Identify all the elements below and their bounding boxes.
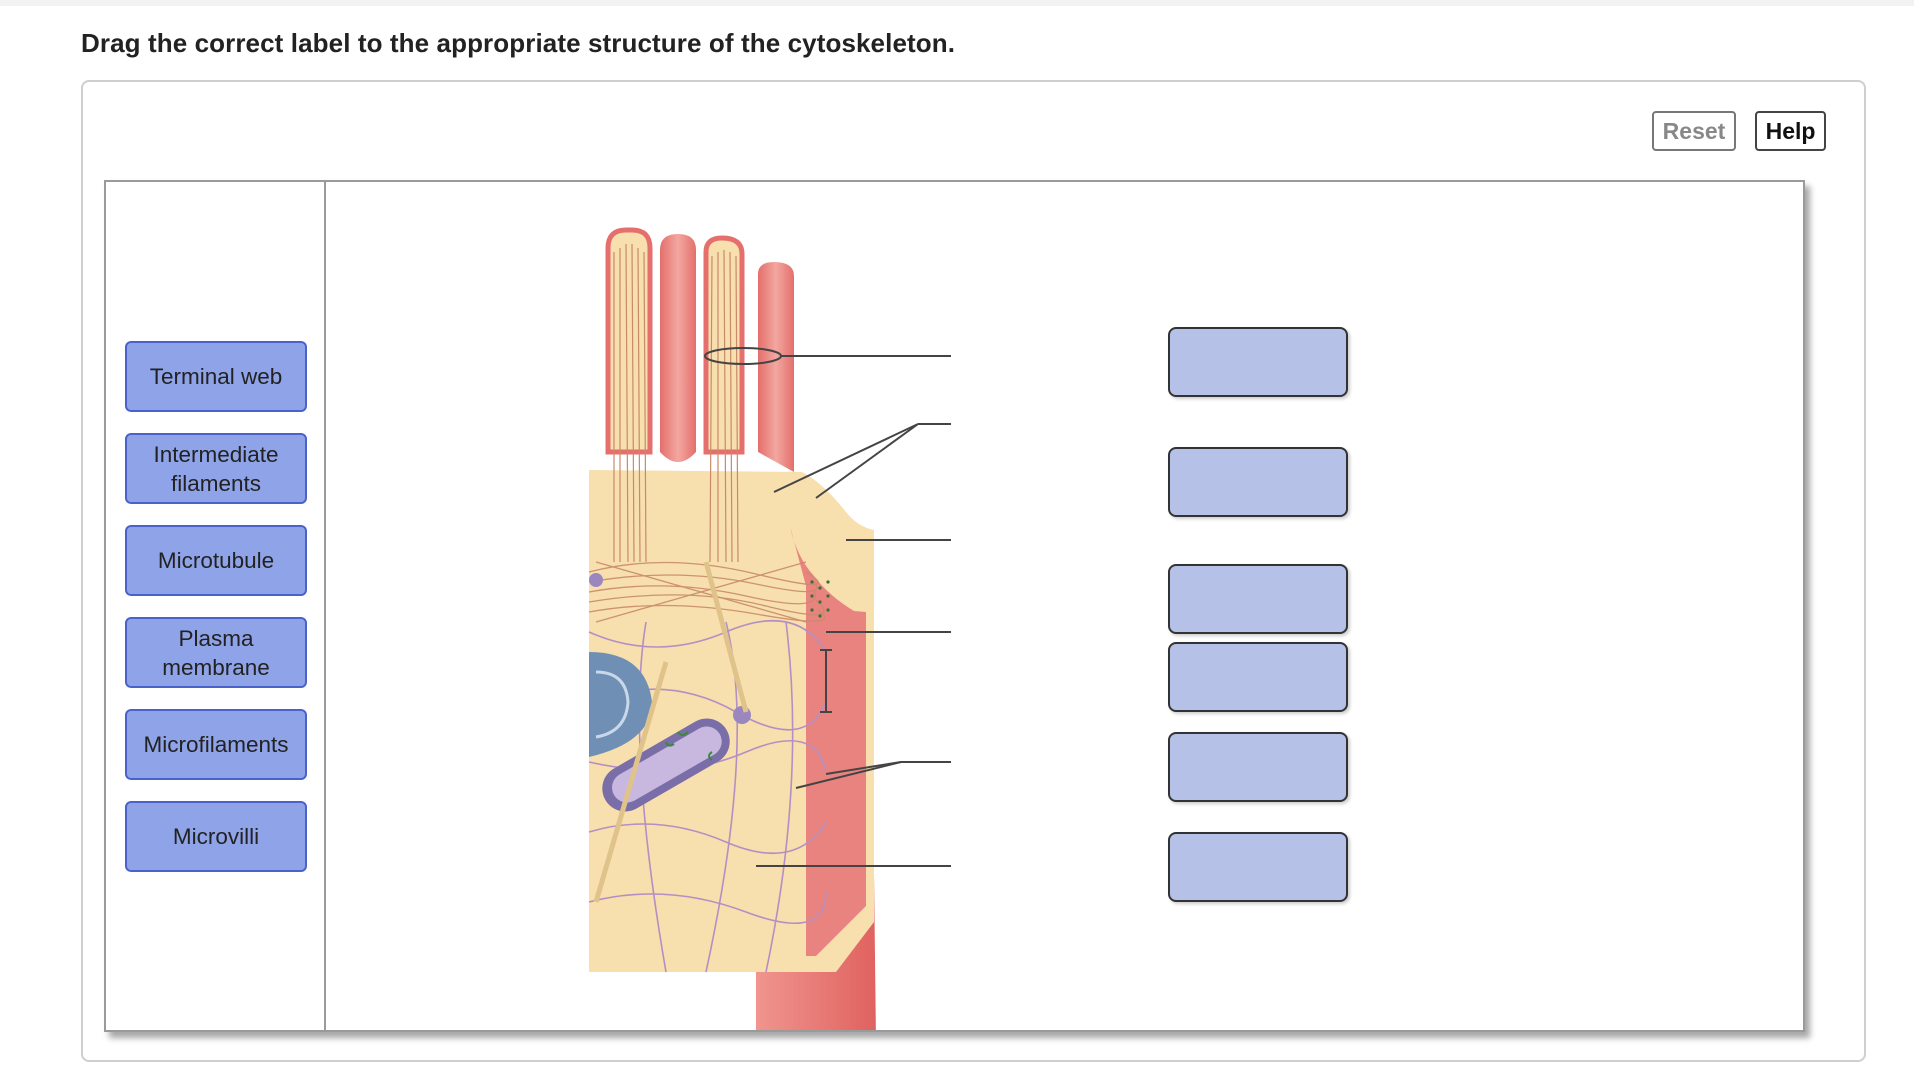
instruction-text: Drag the correct label to the appropriat… [81, 28, 956, 58]
cytoskeleton-illustration [588, 227, 951, 1030]
label-terminal-web[interactable]: Terminal web [125, 341, 307, 412]
microvilli-group [605, 227, 794, 472]
reset-button[interactable]: Reset [1652, 111, 1736, 151]
mitochondrion [589, 652, 652, 757]
drop-target-2[interactable] [1168, 447, 1348, 517]
drop-target-4[interactable] [1168, 642, 1348, 712]
drop-target-6[interactable] [1168, 832, 1348, 902]
label-microvilli[interactable]: Microvilli [125, 801, 307, 872]
drop-target-1[interactable] [1168, 327, 1348, 397]
label-bank: Terminal web Intermediate filaments Micr… [106, 182, 326, 1030]
label-microfilaments[interactable]: Microfilaments [125, 709, 307, 780]
top-strip [0, 0, 1914, 6]
label-intermediate-filaments[interactable]: Intermediate filaments [125, 433, 307, 504]
drag-drop-workspace: Terminal web Intermediate filaments Micr… [104, 180, 1805, 1032]
help-button[interactable]: Help [1755, 111, 1826, 151]
drop-target-3[interactable] [1168, 564, 1348, 634]
drop-target-5[interactable] [1168, 732, 1348, 802]
label-plasma-membrane[interactable]: Plasma membrane [125, 617, 307, 688]
label-microtubule[interactable]: Microtubule [125, 525, 307, 596]
